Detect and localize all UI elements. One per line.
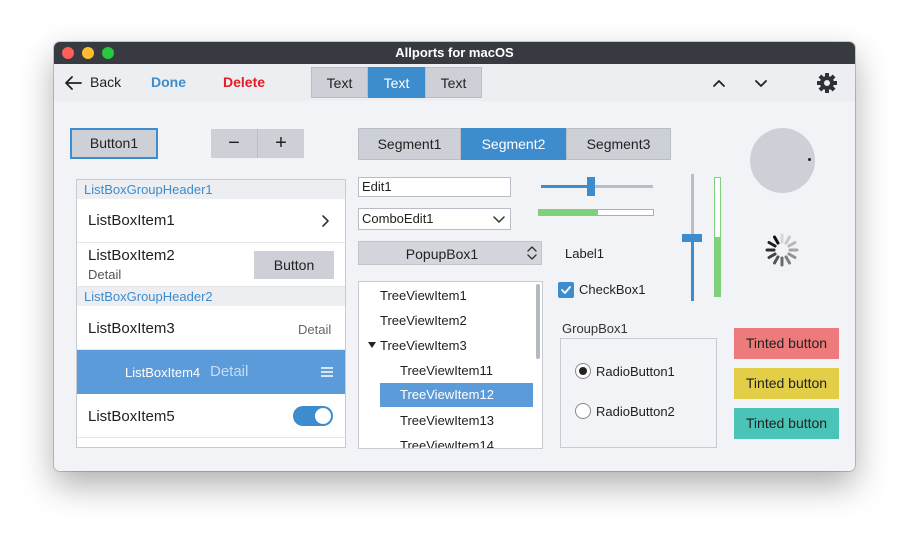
expand-triangle-icon[interactable]: [368, 342, 376, 348]
vertical-trackbar-fill: [691, 237, 694, 301]
back-label: Back: [90, 74, 122, 90]
tree-item[interactable]: TreeViewItem3: [380, 338, 467, 353]
tree-item[interactable]: TreeViewItem1: [380, 288, 467, 303]
radio-circle-1[interactable]: [575, 363, 591, 379]
checkbox1-box[interactable]: [558, 282, 574, 298]
toggle-knob: [315, 408, 331, 424]
stepper-divider: [257, 129, 258, 158]
listbox-item-4-selected[interactable]: ListBoxItem4 Detail: [77, 350, 345, 394]
listbox-item-4-detail: Detail: [210, 363, 249, 380]
done-button[interactable]: Done: [151, 74, 186, 90]
tree-item[interactable]: TreeViewItem13: [400, 413, 494, 428]
minimize-window-button[interactable]: [82, 47, 94, 59]
tinted-button-yellow[interactable]: Tinted button: [734, 368, 839, 399]
listbox-item-5-title: ListBoxItem5: [88, 408, 175, 425]
toolbar-segment-3[interactable]: Text: [425, 67, 482, 98]
listbox-item-3[interactable]: ListBoxItem3 Detail: [77, 306, 345, 350]
radio-dot: [579, 367, 587, 375]
chevron-up-icon[interactable]: [711, 76, 727, 90]
horizontal-progress-bar: [538, 209, 654, 216]
tree-item-selected[interactable]: TreeViewItem12: [380, 383, 533, 407]
gear-icon[interactable]: [816, 72, 838, 94]
toolbar-segment-1[interactable]: Text: [311, 67, 368, 98]
dial-indicator: [808, 158, 811, 161]
listbox-item-1[interactable]: ListBoxItem1: [77, 199, 345, 243]
toolbar: Back Done Delete Text Text Text: [54, 64, 855, 101]
tinted-button-teal[interactable]: Tinted button: [734, 408, 839, 439]
drag-handle-icon[interactable]: [320, 366, 334, 378]
app-window: Allports for macOS Back Done Delete Text…: [54, 42, 855, 471]
radio-circle-2[interactable]: [575, 403, 591, 419]
listbox-item-1-title: ListBoxItem1: [88, 212, 175, 229]
listbox-item-2-title: ListBoxItem2: [88, 247, 175, 264]
listbox-item-3-detail: Detail: [298, 322, 332, 337]
button1[interactable]: Button1: [70, 128, 158, 159]
chevron-right-icon: [322, 215, 329, 227]
edit1-input[interactable]: Edit1: [358, 177, 511, 197]
listbox-item-5[interactable]: ListBoxItem5: [77, 394, 345, 438]
horizontal-trackbar-fill: [541, 185, 592, 188]
tree-item[interactable]: TreeViewItem14: [400, 438, 494, 449]
vertical-progress-fill: [715, 237, 720, 296]
groupbox1-title: GroupBox1: [562, 321, 628, 336]
angle-dial[interactable]: [750, 128, 815, 193]
horizontal-progress-fill: [539, 210, 599, 215]
tinted-button-red[interactable]: Tinted button: [734, 328, 839, 359]
listbox-item-2-detail: Detail: [88, 267, 122, 282]
segment3[interactable]: Segment3: [566, 128, 671, 160]
horizontal-trackbar[interactable]: [541, 177, 653, 196]
listbox-item-3-title: ListBoxItem3: [88, 320, 175, 337]
close-window-button[interactable]: [62, 47, 74, 59]
groupbox1: RadioButton1 RadioButton2: [560, 338, 717, 448]
list-box[interactable]: ListBoxGroupHeader1 ListBoxItem1 ListBox…: [76, 179, 346, 448]
radio-button-2-label: RadioButton2: [596, 404, 675, 419]
minus-button[interactable]: −: [211, 129, 257, 158]
tree-item[interactable]: TreeViewItem2: [380, 313, 467, 328]
checkbox1[interactable]: CheckBox1: [558, 281, 658, 299]
activity-spinner-icon: [765, 233, 799, 267]
back-button[interactable]: Back: [64, 64, 126, 101]
radio-button-2[interactable]: RadioButton2: [575, 402, 700, 420]
listbox-item-4-title: ListBoxItem4: [125, 365, 201, 380]
up-down-arrows-icon: [527, 246, 537, 260]
delete-button[interactable]: Delete: [223, 74, 266, 90]
vertical-trackbar[interactable]: [682, 174, 702, 301]
tree-item[interactable]: TreeViewItem11: [400, 363, 493, 378]
toolbar-segment-2[interactable]: Text: [368, 67, 425, 98]
checkbox1-label: CheckBox1: [579, 282, 646, 297]
segment1[interactable]: Segment1: [358, 128, 461, 160]
tree-view[interactable]: TreeViewItem1 TreeViewItem2 TreeViewItem…: [358, 281, 543, 449]
back-arrow-icon: [65, 76, 82, 90]
listbox-group-header-2: ListBoxGroupHeader2: [77, 287, 345, 306]
tree-item-selected-label: TreeViewItem12: [400, 387, 494, 402]
label1: Label1: [565, 246, 605, 261]
horizontal-trackbar-thumb[interactable]: [587, 177, 596, 196]
radio-button-1-label: RadioButton1: [596, 364, 675, 379]
radio-button-1[interactable]: RadioButton1: [575, 362, 700, 380]
listbox-group-header-1: ListBoxGroupHeader1: [77, 180, 345, 199]
vertical-trackbar-thumb[interactable]: [682, 233, 702, 242]
segment2[interactable]: Segment2: [461, 128, 566, 160]
comboedit1-value: ComboEdit1: [362, 211, 434, 226]
popupbox1-value: PopupBox1: [405, 246, 479, 262]
comboedit1-input[interactable]: ComboEdit1: [358, 208, 511, 230]
toggle-switch[interactable]: [293, 406, 333, 426]
zoom-window-button[interactable]: [102, 47, 114, 59]
title-bar: Allports for macOS: [54, 42, 855, 64]
chevron-down-icon[interactable]: [753, 76, 769, 90]
window-title: Allports for macOS: [395, 45, 514, 60]
chevron-down-icon[interactable]: [493, 214, 505, 224]
tree-scrollbar-thumb[interactable]: [536, 284, 540, 359]
listbox-item-2[interactable]: ListBoxItem2 Detail Button: [77, 243, 345, 287]
vertical-progress-bar: [714, 177, 721, 297]
plus-button[interactable]: +: [258, 129, 304, 158]
checkmark-icon: [561, 286, 571, 294]
listbox-item-2-button[interactable]: Button: [254, 251, 334, 279]
popupbox1[interactable]: PopupBox1: [358, 241, 542, 265]
content-area: Button1 − + Segment1 Segment2 Segment3 L…: [54, 101, 855, 471]
